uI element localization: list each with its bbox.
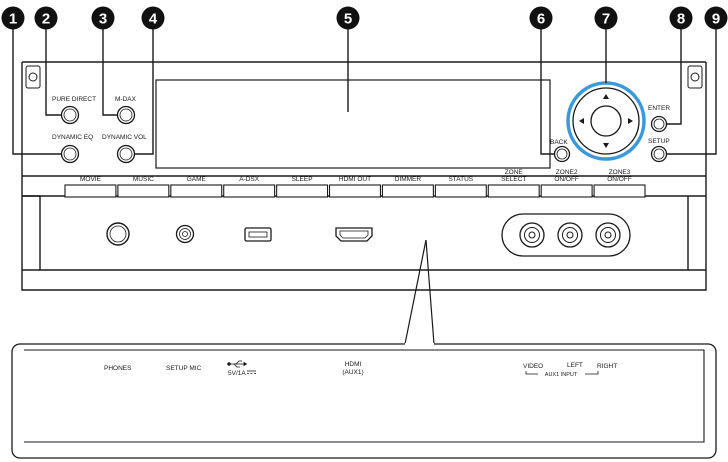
corner-screws <box>25 65 703 89</box>
callout-badge: 4 <box>141 6 165 30</box>
enter-label: ENTER <box>648 105 670 112</box>
callout-number: 5 <box>344 11 352 28</box>
function-button[interactable]: SLEEP <box>276 176 329 198</box>
function-button-row: MOVIE MUSIC GAME A-DSX SLEEP HDMI OUT DIMMER ST… <box>64 169 646 198</box>
function-button-label: MUSIC <box>133 176 154 183</box>
function-button-label: A-DSX <box>239 176 260 183</box>
dynamic-vol-button[interactable] <box>116 144 136 164</box>
usb-port[interactable] <box>244 227 272 242</box>
left-label: LEFT <box>567 362 583 369</box>
display-window <box>155 79 551 169</box>
video-label: VIDEO <box>523 363 543 370</box>
enter-button[interactable] <box>650 115 668 133</box>
callout-badge: 1 <box>1 6 25 30</box>
function-button-label: MOVIE <box>80 176 102 183</box>
dynamic-eq-button[interactable] <box>60 144 80 164</box>
aux1-bracket <box>525 371 599 375</box>
hdmi-port[interactable] <box>335 227 373 242</box>
callout-number: 3 <box>99 11 107 28</box>
function-button-label: ZONE2 <box>556 169 578 176</box>
function-button[interactable]: DIMMER <box>381 176 434 198</box>
callout-badge: 7 <box>594 6 618 30</box>
function-button-sublabel: ON/OFF <box>607 176 632 183</box>
callout-number: 6 <box>537 11 545 28</box>
callout-badge: 3 <box>91 6 115 30</box>
aux1-rca-jacks[interactable] <box>501 213 631 257</box>
callout-number: 2 <box>42 11 50 28</box>
back-button[interactable] <box>553 145 571 163</box>
function-button-sublabel: ON/OFF <box>554 176 579 183</box>
hdmi-aux1-label: (AUX1) <box>342 369 363 376</box>
callout-number: 7 <box>602 11 610 28</box>
setup-label: SETUP <box>648 138 670 145</box>
callout-badge: 9 <box>704 6 728 30</box>
m-dax-button[interactable] <box>116 105 136 125</box>
function-button-label: ZONE <box>505 169 524 176</box>
function-button[interactable]: GAME <box>170 176 223 198</box>
callout-badge: 6 <box>529 6 553 30</box>
callout-number: 9 <box>712 11 720 28</box>
function-button-label: SLEEP <box>292 176 313 183</box>
callout-number: 1 <box>9 11 17 28</box>
callout-number: 4 <box>149 11 158 28</box>
cursor-pad[interactable] <box>566 81 646 161</box>
m-dax-label: M-DAX <box>115 96 137 103</box>
setup-button[interactable] <box>650 145 668 163</box>
zoom-leader-lines <box>404 239 435 345</box>
usb-rating-label: 5V/1A <box>228 370 246 377</box>
callout-badges: 1 2 3 4 5 6 7 8 9 <box>1 6 728 112</box>
phones-jack[interactable] <box>106 222 130 246</box>
cursor-up-icon[interactable] <box>603 94 609 99</box>
callout-badge: 2 <box>34 6 58 30</box>
detail-panel: PHONES SETUP MIC 5V/1A HDMI (AUX1) VIDEO… <box>11 343 717 459</box>
front-jacks <box>106 213 631 257</box>
callout-badge: 8 <box>669 6 693 30</box>
back-label: BACK <box>550 139 568 146</box>
function-button-label: ZONE3 <box>609 169 631 176</box>
pure-direct-label: PURE DIRECT <box>52 96 96 103</box>
right-label: RIGHT <box>597 363 617 370</box>
function-button[interactable]: MOVIE <box>64 176 117 198</box>
pure-direct-button[interactable] <box>60 105 80 125</box>
usb-icon <box>227 360 248 368</box>
cursor-left-icon[interactable] <box>579 118 584 124</box>
right-button-group: BACK ENTER SETUP <box>550 81 670 163</box>
function-button-label: DIMMER <box>395 176 422 183</box>
phones-label: PHONES <box>104 365 132 372</box>
callout-number: 8 <box>677 11 685 28</box>
cursor-right-icon[interactable] <box>628 118 633 124</box>
callout-badge: 5 <box>336 6 360 30</box>
function-button-sublabel: SELECT <box>501 176 526 183</box>
function-button-label: GAME <box>187 176 207 183</box>
callout-leaders <box>12 28 717 155</box>
aux1-input-label: AUX1 INPUT <box>545 372 578 378</box>
dc-symbol-icon <box>247 370 256 374</box>
function-button[interactable]: MUSIC <box>117 176 170 198</box>
dynamic-vol-label: DYNAMIC VOL <box>102 134 147 141</box>
hdmi-label: HDMI <box>345 361 362 368</box>
function-button[interactable]: HDMI OUT <box>328 176 382 198</box>
function-button-label: STATUS <box>448 176 473 183</box>
cursor-down-icon[interactable] <box>603 143 609 148</box>
setup-mic-jack[interactable] <box>175 224 195 244</box>
setup-mic-label: SETUP MIC <box>166 365 202 372</box>
function-button-label: HDMI OUT <box>339 176 371 183</box>
function-button[interactable]: STATUS <box>434 176 487 198</box>
left-button-group: PURE DIRECT M-DAX DYNAMIC EQ DYNAMIC VOL <box>52 96 147 164</box>
function-button[interactable]: A-DSX <box>223 176 276 198</box>
dynamic-eq-label: DYNAMIC EQ <box>52 134 93 141</box>
